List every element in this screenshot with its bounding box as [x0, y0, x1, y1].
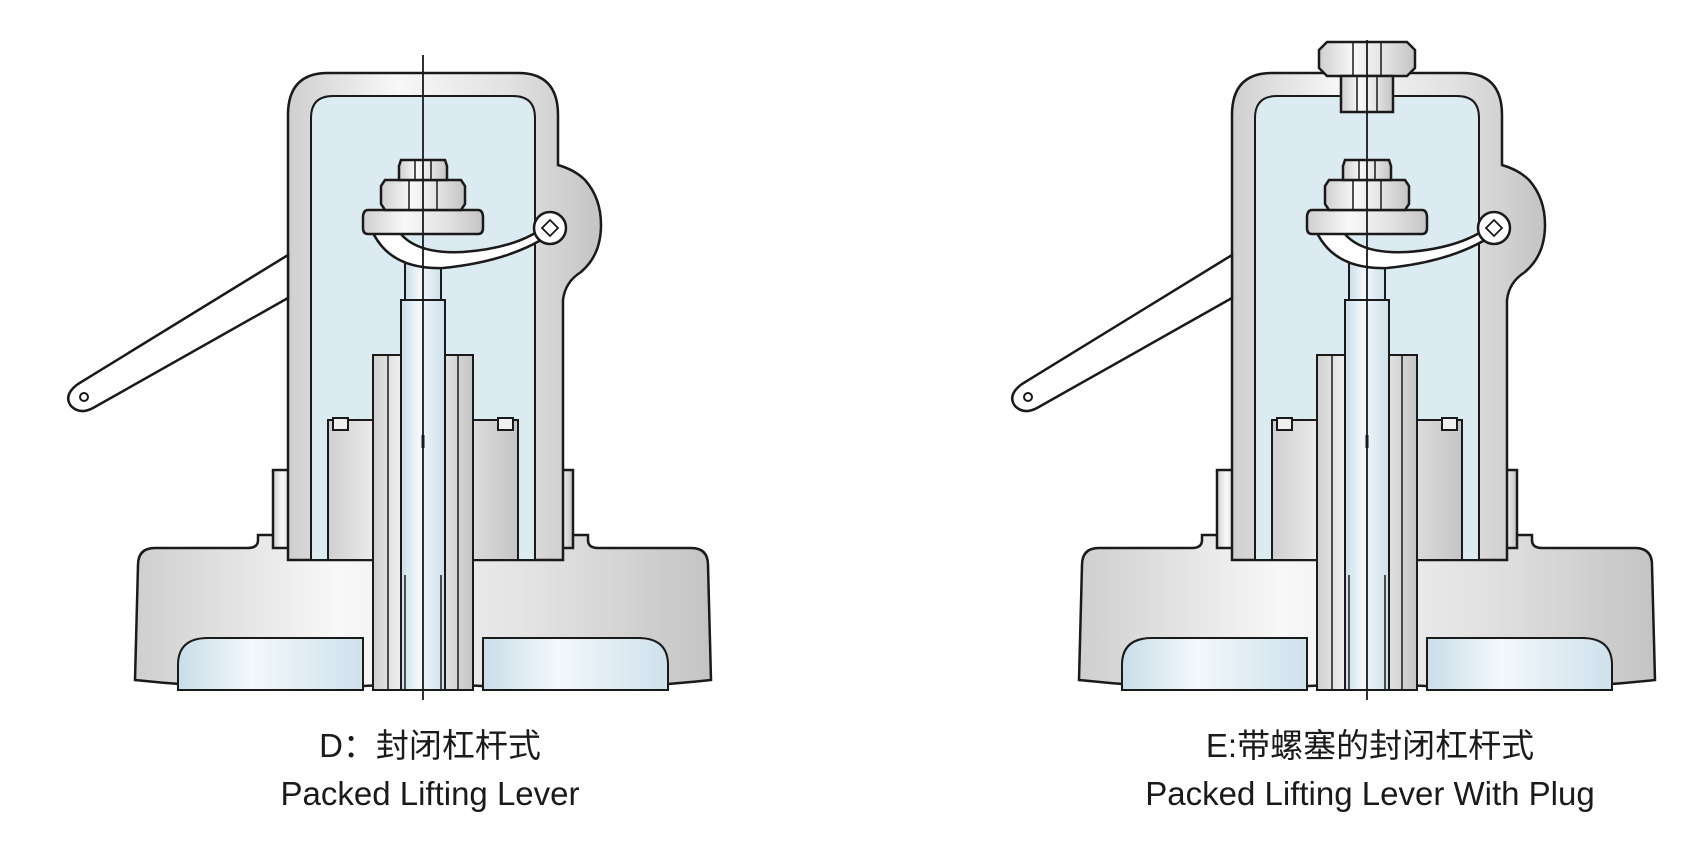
valve-figure-e [1010, 38, 1657, 702]
caption-e-en: Packed Lifting Lever With Plug [1145, 775, 1595, 812]
caption-figure-e: E:带螺塞的封闭杠杆式 Packed Lifting Lever With Pl… [1060, 722, 1680, 818]
packed-lever-valve-d [66, 53, 713, 702]
caption-figure-d: D：封闭杠杆式 Packed Lifting Lever [190, 722, 670, 818]
caption-d-cn: D：封闭杠杆式 [319, 727, 541, 764]
valve-figure-d [66, 53, 713, 702]
caption-e-cn: E:带螺塞的封闭杠杆式 [1205, 727, 1535, 764]
caption-d-en: Packed Lifting Lever [280, 775, 580, 812]
packed-lever-valve-e [1010, 53, 1657, 702]
